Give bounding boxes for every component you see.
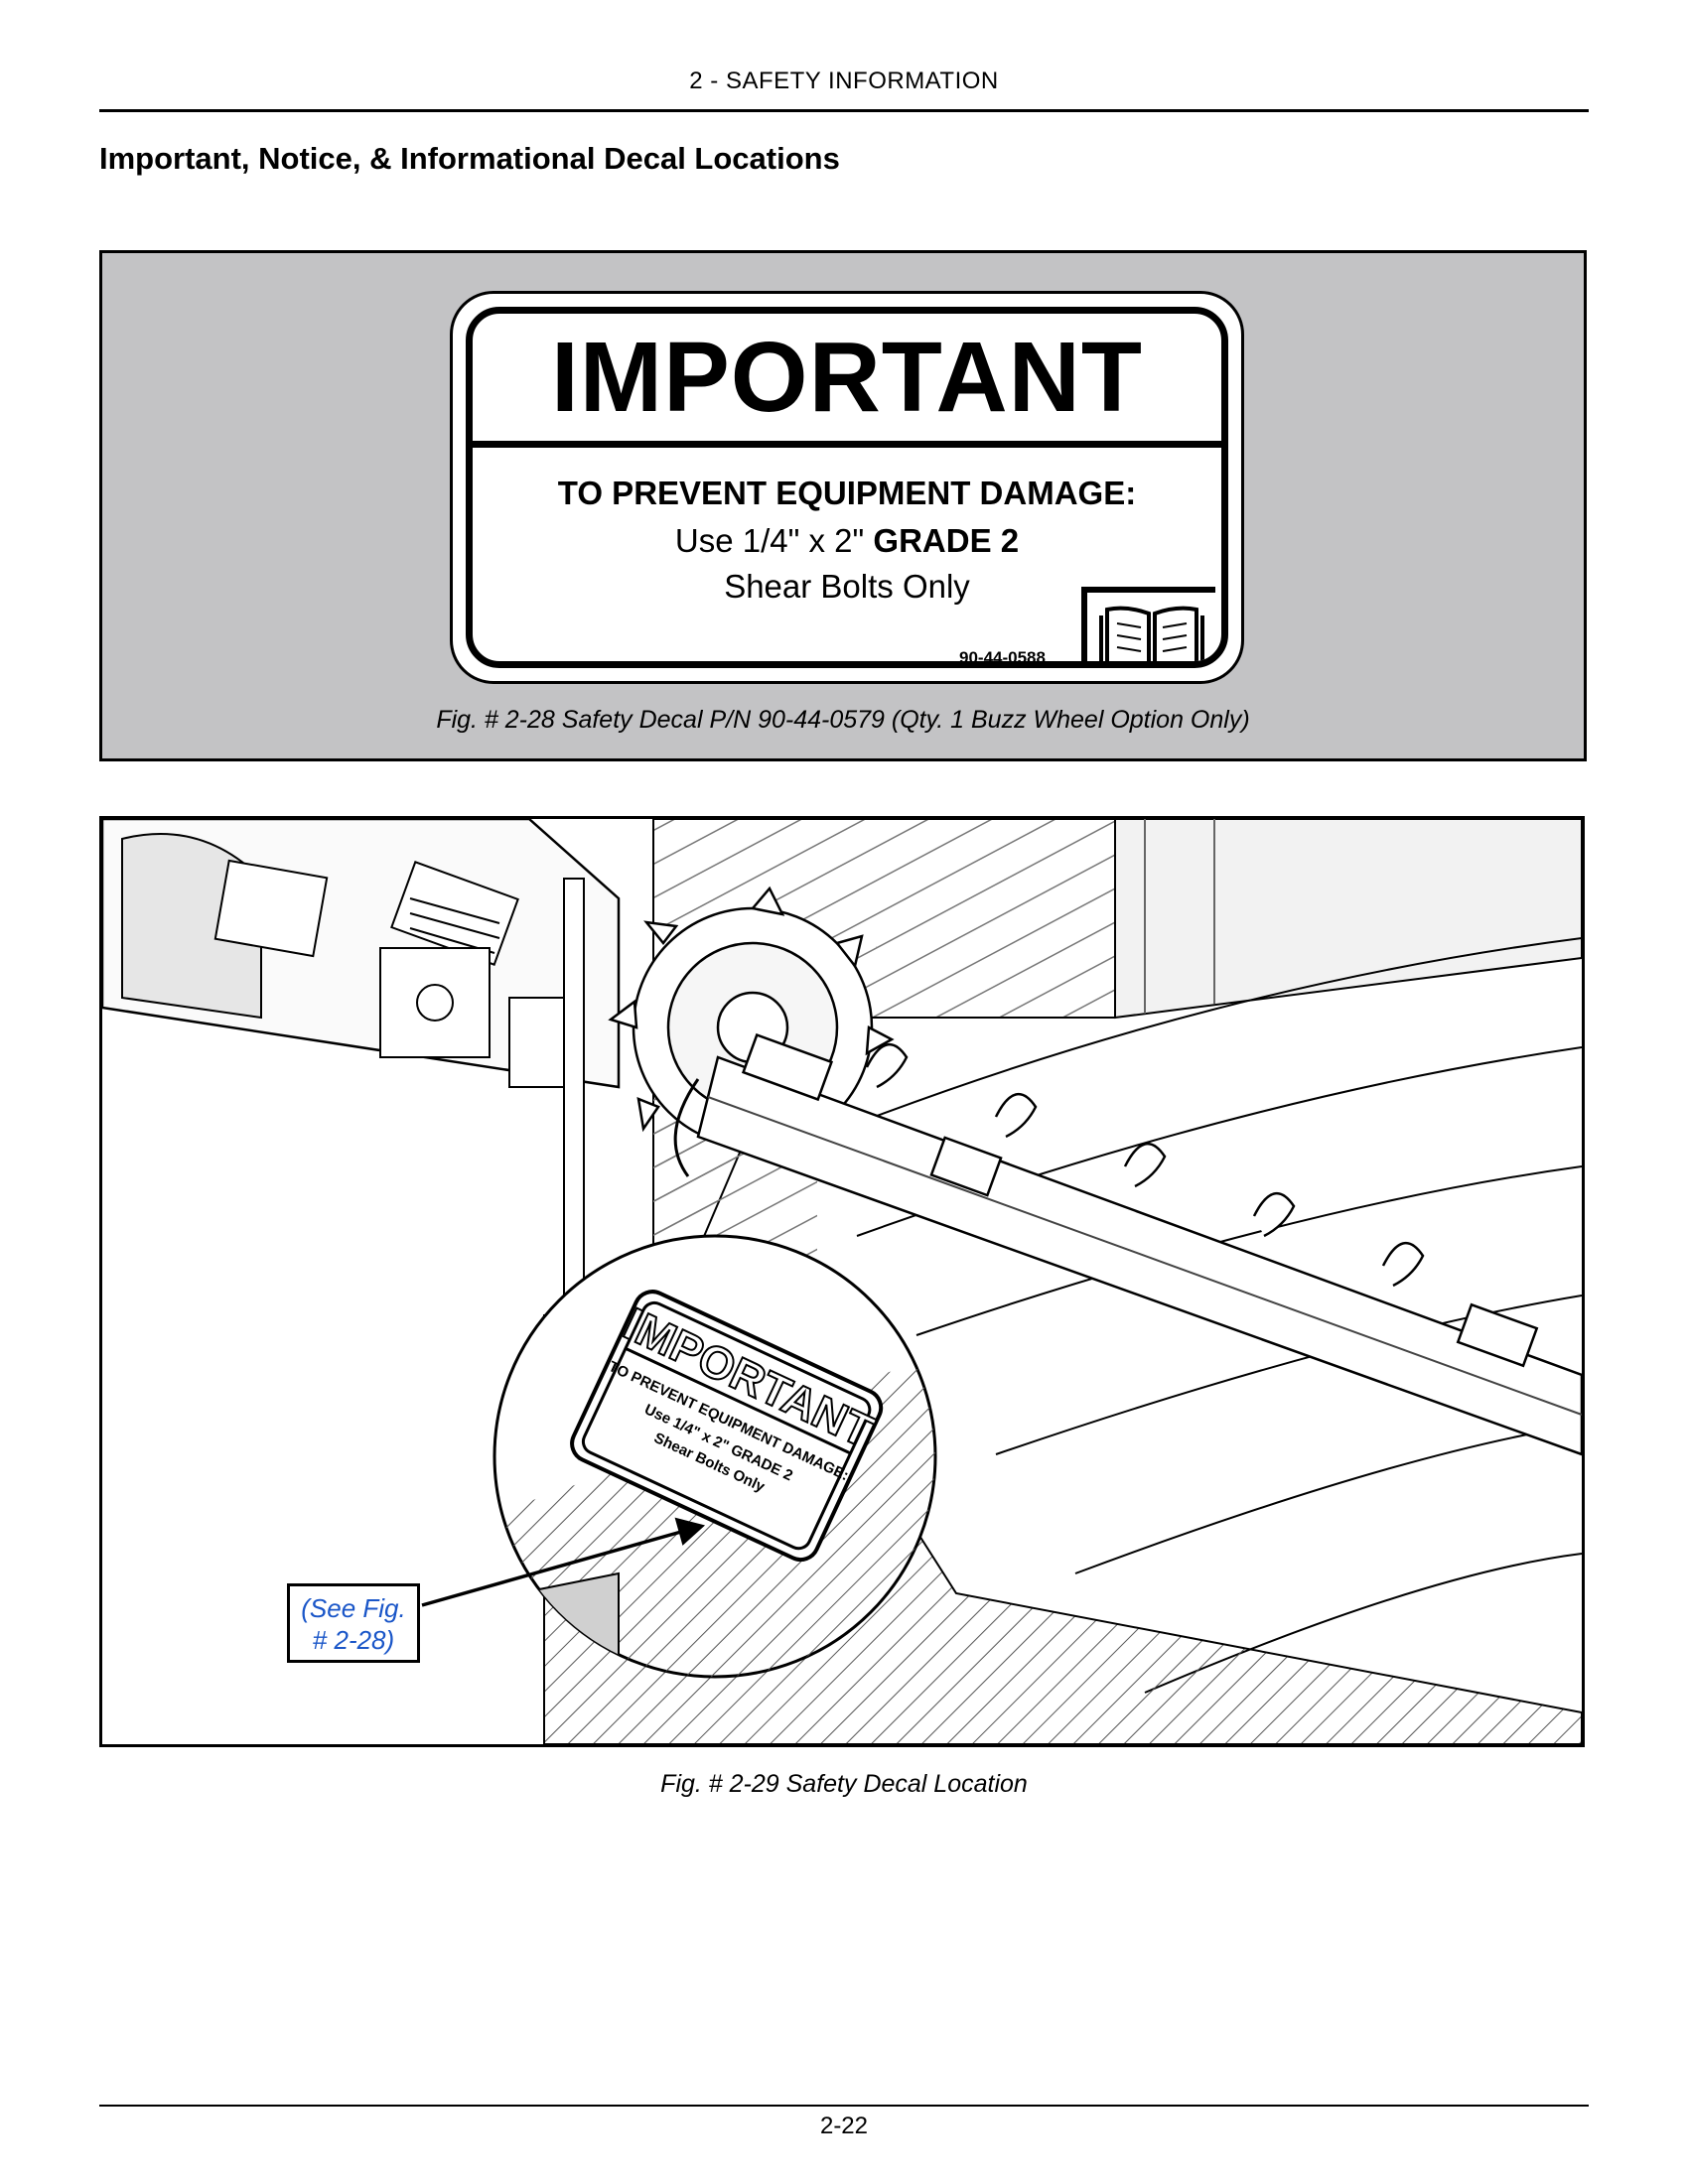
header-rule bbox=[99, 109, 1589, 112]
callout-line-2: # 2-28) bbox=[312, 1625, 395, 1655]
manual-book-icon bbox=[1081, 587, 1215, 661]
decal-border: IMPORTANT TO PREVENT EQUIPMENT DAMAGE: U… bbox=[466, 307, 1228, 668]
figure-2-28: IMPORTANT TO PREVENT EQUIPMENT DAMAGE: U… bbox=[99, 250, 1587, 761]
decal-line-2-prefix: Use 1/4" x 2" bbox=[674, 522, 874, 559]
zoom-detail: IMPORTANT TO PREVENT EQUIPMENT DAMAGE: U… bbox=[492, 1234, 937, 1679]
auger-flights bbox=[865, 1042, 1425, 1288]
figure-2-29: IMPORTANT TO PREVENT EQUIPMENT DAMAGE: U… bbox=[99, 816, 1585, 1747]
auger-tube bbox=[696, 1032, 1582, 1456]
decal-line-3: Shear Bolts Only bbox=[724, 568, 970, 605]
page-header: 2 - SAFETY INFORMATION bbox=[689, 68, 999, 94]
figure-2-28-caption: Fig. # 2-28 Safety Decal P/N 90-44-0579 … bbox=[436, 706, 1250, 734]
decal-heading: IMPORTANT bbox=[551, 322, 1143, 433]
equipment-illustration: IMPORTANT TO PREVENT EQUIPMENT DAMAGE: U… bbox=[102, 819, 1582, 1744]
decal-line-2: Use 1/4" x 2" GRADE 2 bbox=[473, 522, 1221, 560]
figure-2-29-caption: Fig. # 2-29 Safety Decal Location bbox=[660, 1770, 1028, 1798]
decal-line-1: TO PREVENT EQUIPMENT DAMAGE: bbox=[557, 475, 1137, 511]
see-figure-callout[interactable]: (See Fig. # 2-28) bbox=[287, 1583, 420, 1663]
decal-line-2-grade: GRADE 2 bbox=[873, 522, 1020, 559]
section-title: Important, Notice, & Informational Decal… bbox=[99, 141, 840, 176]
callout-line-1: (See Fig. bbox=[301, 1593, 406, 1623]
important-decal: IMPORTANT TO PREVENT EQUIPMENT DAMAGE: U… bbox=[450, 291, 1244, 684]
decal-part-number: 90-44-0588 bbox=[959, 648, 1046, 667]
callout-arrow bbox=[421, 1528, 689, 1607]
decal-heading-band: IMPORTANT bbox=[473, 314, 1221, 448]
footer-rule bbox=[99, 2105, 1589, 2107]
page-number: 2-22 bbox=[819, 2113, 869, 2139]
